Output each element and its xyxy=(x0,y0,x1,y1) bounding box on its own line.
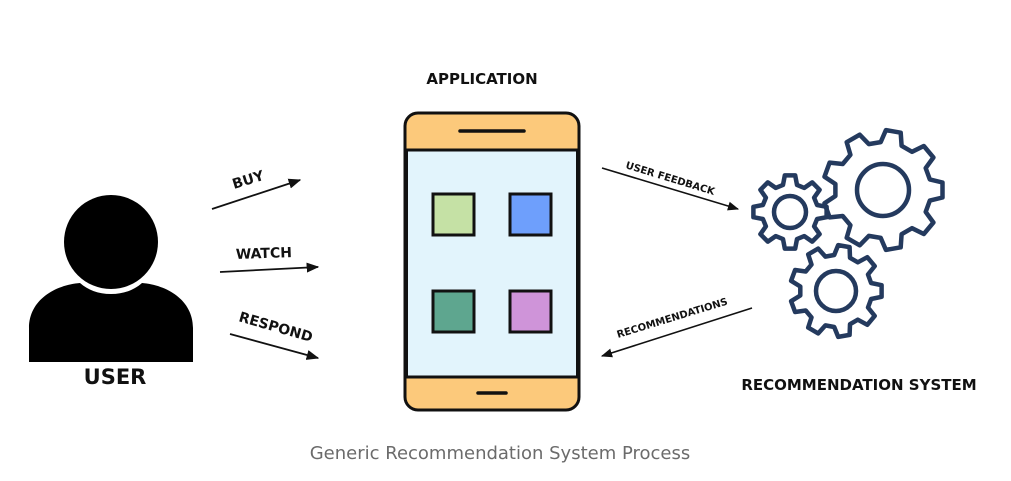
medium-gear-hub xyxy=(813,268,859,314)
small-gear-hub xyxy=(771,193,809,231)
medium-gear xyxy=(788,242,884,340)
application-label: APPLICATION xyxy=(426,70,537,88)
recommendation-system-label: RECOMMENDATION SYSTEM xyxy=(741,376,976,394)
watch-arrow xyxy=(219,262,320,273)
recommendations-arrow xyxy=(600,307,753,358)
gears-icon xyxy=(751,127,945,340)
app-tile-green xyxy=(431,192,476,237)
buy-arrow xyxy=(211,178,302,210)
app-tile-blue xyxy=(508,192,553,237)
large-gear-hub xyxy=(854,161,912,219)
buy-label: BUY xyxy=(230,168,266,193)
respond-label: RESPOND xyxy=(237,309,314,345)
small-gear xyxy=(751,173,829,251)
respond-arrow xyxy=(229,333,320,360)
user-feedback-arrow xyxy=(601,167,740,211)
user-icon xyxy=(29,195,193,362)
diagram-caption: Generic Recommendation System Process xyxy=(309,443,691,464)
app-tile-teal xyxy=(431,289,476,334)
user-label: USER xyxy=(84,365,147,389)
watch-label: WATCH xyxy=(236,245,293,263)
large-gear xyxy=(822,127,945,253)
smartphone-icon xyxy=(403,111,581,412)
app-tile-purple xyxy=(508,289,553,334)
